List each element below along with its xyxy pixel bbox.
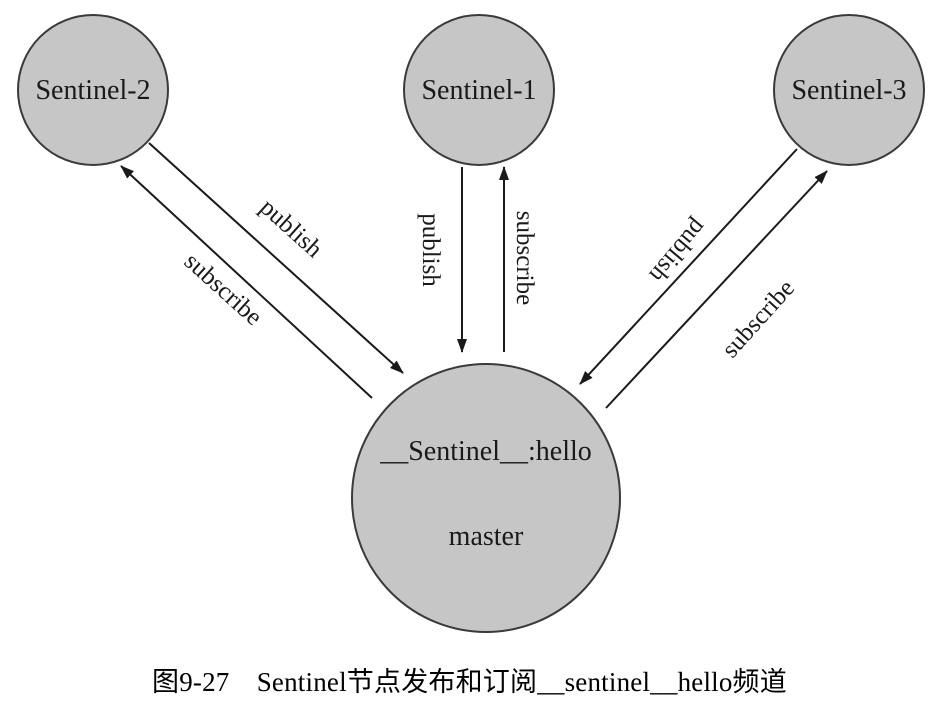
label-sentinel-2-publish: publish — [255, 194, 328, 264]
arrow-sentinel-3-publish — [579, 148, 798, 385]
arrow-sentinel-3-subscribe — [605, 170, 828, 409]
arrow-sentinel-2-subscribe — [120, 165, 373, 399]
node-sentinel-1: Sentinel-1 — [403, 14, 555, 166]
figure-caption: 图9-27 Sentinel节点发布和订阅__sentinel__hello频道 — [152, 667, 787, 697]
arrow-sentinel-2-publish — [148, 142, 404, 374]
node-master: __Sentinel__:hello master — [351, 363, 621, 633]
node-sentinel-2-circle — [17, 14, 169, 166]
node-sentinel-3-label: Sentinel-3 — [791, 75, 906, 106]
master-role-label: master — [449, 521, 524, 552]
node-master-circle — [351, 363, 621, 633]
label-sentinel-1-publish: publish — [417, 213, 444, 287]
node-sentinel-1-label: Sentinel-1 — [421, 75, 536, 106]
label-sentinel-1-subscribe: subscribe — [511, 211, 538, 305]
master-channel-label: __Sentinel__:hello — [379, 436, 592, 467]
label-sentinel-3-subscribe: subscribe — [717, 275, 800, 363]
node-sentinel-3: Sentinel-3 — [773, 14, 925, 166]
node-sentinel-2: Sentinel-2 — [17, 14, 169, 166]
node-sentinel-1-circle — [403, 14, 555, 166]
node-sentinel-3-circle — [773, 14, 925, 166]
node-sentinel-2-label: Sentinel-2 — [35, 75, 150, 106]
